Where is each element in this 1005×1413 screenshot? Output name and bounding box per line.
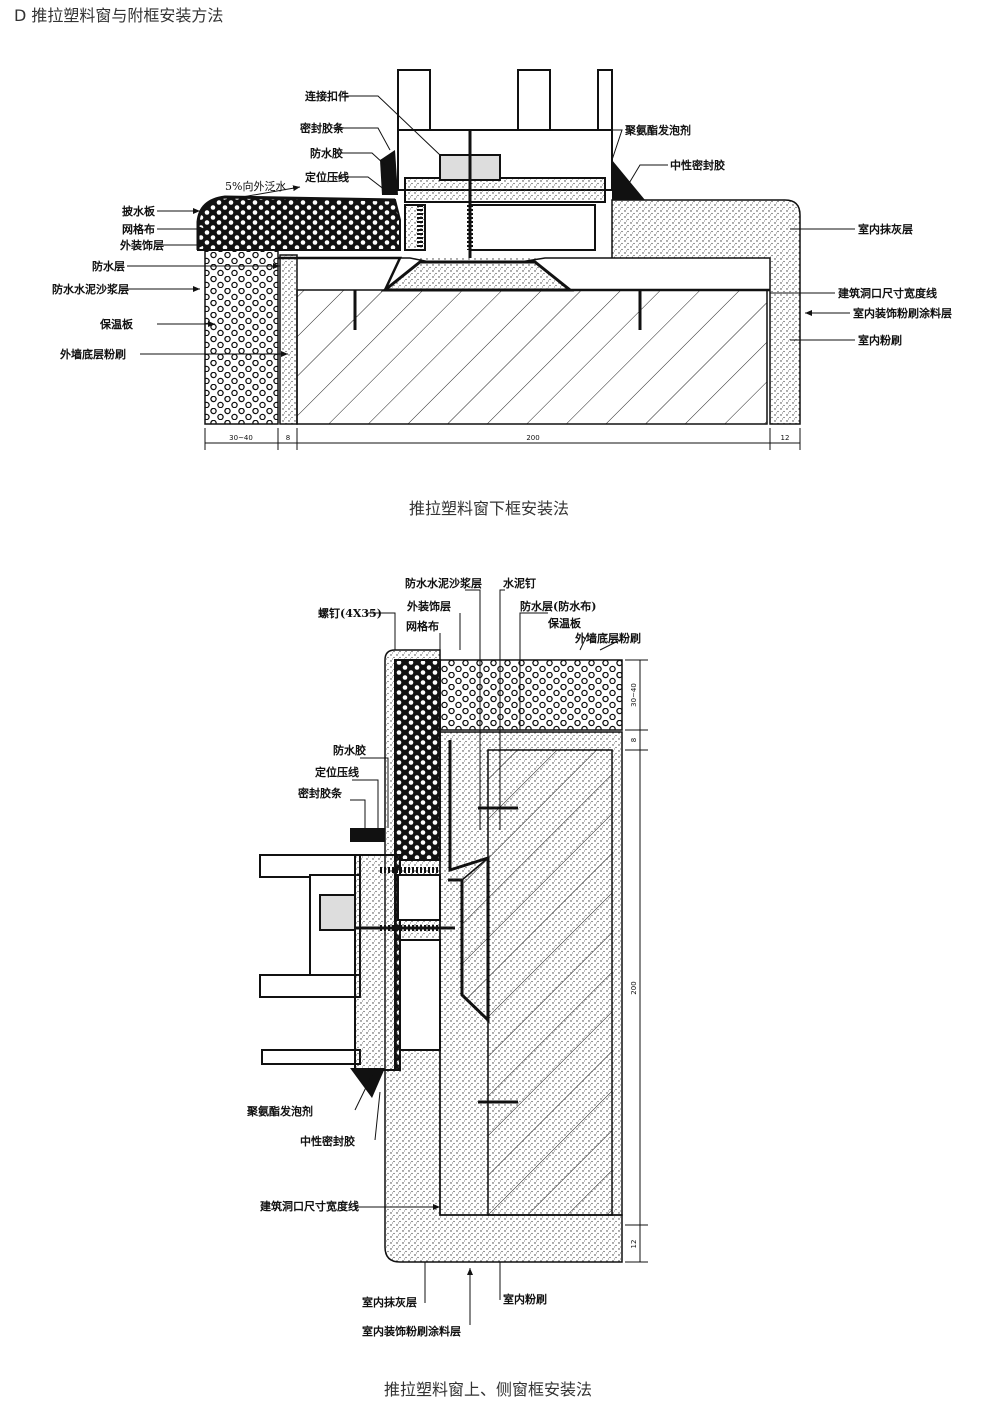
- dim-plaster-2: 12: [630, 1240, 638, 1249]
- label-mesh-2: 网格布: [406, 619, 439, 633]
- label-seal-strip: 密封胶条: [300, 121, 345, 135]
- label-waterproof-glue: 防水胶: [310, 146, 343, 160]
- label-exterior-finish-2: 外装饰层: [406, 599, 451, 613]
- label-slope: 5%向外泛水: [225, 179, 286, 193]
- caption-head-jamb: 推拉塑料窗上、侧窗框安装法: [384, 1380, 593, 1399]
- sill-dimension-line: [204, 428, 801, 450]
- label-exterior-base-render: 外墙底层粉刷: [59, 347, 126, 361]
- label-waterproof-layer-2: 防水层(防水布): [520, 599, 596, 613]
- caption-sill: 推拉塑料窗下框安装法: [409, 499, 570, 518]
- label-neutral-sealant: 中性密封胶: [670, 158, 725, 172]
- dim-wall-2: 200: [630, 981, 638, 994]
- head-jamb-section-diagram: 30~40 8 200 12 防水水泥沙浆层 水泥钉 螺钉(4X35) 外: [246, 576, 648, 1338]
- label-seal-strip-2: 密封胶条: [298, 786, 343, 800]
- label-screw: 螺钉(4X35): [318, 606, 382, 620]
- dim-render-2: 8: [630, 738, 638, 742]
- label-interior-plaster: 室内抹灰层: [858, 222, 913, 236]
- label-insulation: 保温板: [99, 317, 134, 331]
- label-insulation-2: 保温板: [547, 616, 582, 630]
- label-pu-foam: 聚氨酯发泡剂: [624, 123, 691, 137]
- sealant-fill: [612, 160, 645, 200]
- insulation-board-2: [439, 659, 623, 731]
- exterior-render: [279, 254, 298, 425]
- label-exterior-finish: 外装饰层: [119, 238, 164, 252]
- head-dimension-line: [625, 659, 648, 1263]
- sill-section-diagram: 30~40 8 200 12 连接扣件 密封胶条 防水胶 定: [52, 69, 952, 450]
- page-header: D 推拉塑料窗与附框安装方法: [14, 6, 224, 25]
- label-connector: 连接扣件: [305, 89, 349, 103]
- window-frame-profile-2: [259, 854, 455, 1071]
- label-waterproof-layer: 防水层: [92, 259, 125, 273]
- insulation-board: [204, 249, 279, 425]
- label-opening-line-2: 建筑洞口尺寸宽度线: [260, 1199, 359, 1213]
- window-frame-profile: [397, 69, 613, 258]
- dim-insulation-2: 30~40: [630, 683, 638, 707]
- label-interior-render: 室内粉刷: [858, 333, 902, 347]
- label-exterior-base-render-2: 外墙底层粉刷: [574, 631, 641, 645]
- dim-plaster: 12: [781, 434, 790, 442]
- mortar-wedge: [380, 260, 575, 292]
- label-positioning-bead-2: 定位压线: [315, 765, 359, 779]
- label-opening-line: 建筑洞口尺寸宽度线: [838, 286, 937, 300]
- dim-insulation: 30~40: [229, 434, 253, 442]
- label-waterproof-mortar: 防水水泥沙浆层: [52, 282, 129, 296]
- label-mesh: 网格布: [122, 222, 155, 236]
- label-pu-foam-2: 聚氨酯发泡剂: [246, 1104, 313, 1118]
- label-drip-board: 披水板: [122, 204, 156, 218]
- concrete-wall: [296, 289, 768, 425]
- dim-wall: 200: [526, 434, 539, 442]
- label-interior-plaster-2: 室内抹灰层: [362, 1295, 417, 1309]
- label-interior-coating-2: 室内装饰粉刷涂料层: [362, 1324, 461, 1338]
- dim-render: 8: [286, 434, 290, 442]
- label-interior-render-2: 室内粉刷: [503, 1292, 547, 1306]
- label-waterproof-glue-2: 防水胶: [333, 743, 366, 757]
- label-waterproof-mortar-2: 防水水泥沙浆层: [405, 576, 482, 590]
- label-interior-coating: 室内装饰粉刷涂料层: [853, 306, 952, 320]
- label-neutral-sealant-2: 中性密封胶: [300, 1134, 355, 1148]
- label-cement-nail: 水泥钉: [503, 576, 536, 590]
- sill-cladding: [197, 195, 401, 251]
- label-positioning-bead: 定位压线: [305, 170, 349, 184]
